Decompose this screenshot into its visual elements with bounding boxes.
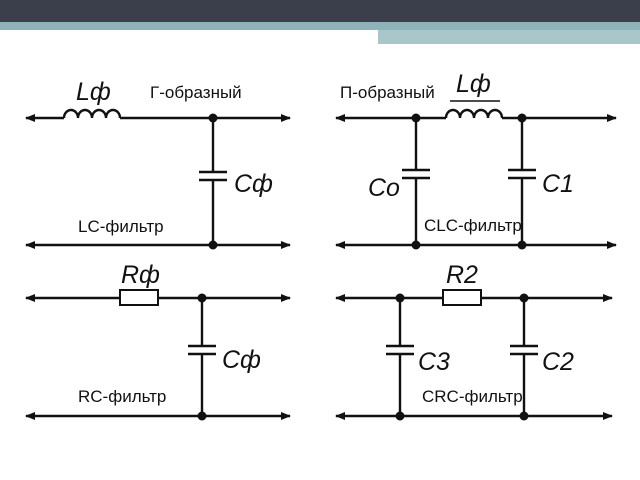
rc-node-bottom — [197, 411, 207, 421]
slide-header-tab — [378, 30, 640, 44]
lc-inductor — [62, 108, 122, 119]
lc-filter-circuit: Lф Г-образный Cф LC-фильтр — [25, 78, 291, 250]
crc-capacitor-out — [510, 298, 538, 416]
rc-node-top — [197, 293, 207, 303]
lc-node-top — [208, 113, 218, 123]
crc-node-top-left — [395, 293, 405, 303]
crc-node-top-right — [519, 293, 529, 303]
clc-node-bottom-right — [517, 240, 527, 250]
lc-capacitor-label: Cф — [234, 170, 273, 198]
clc-filter-circuit: П-образный Lф Co C1 CLC-фильтр — [335, 70, 617, 250]
slide-header-accent — [0, 22, 640, 30]
lc-filter-name: LC-фильтр — [78, 217, 164, 236]
crc-capacitor-in — [386, 298, 414, 416]
clc-inductor — [444, 108, 504, 119]
crc-filter-circuit: R2 C3 C2 CRC-фильтр — [335, 261, 613, 421]
lc-capacitor — [199, 118, 227, 245]
lc-node-bottom — [208, 240, 218, 250]
crc-capacitor-out-label: C2 — [542, 348, 574, 376]
lc-top-rail — [25, 108, 291, 122]
clc-node-top-left — [411, 113, 421, 123]
rc-capacitor-label: Cф — [222, 346, 261, 374]
crc-resistor — [442, 289, 482, 306]
crc-capacitor-in-label: C3 — [418, 348, 450, 376]
crc-resistor-label: R2 — [446, 261, 478, 289]
clc-shape-label: П-образный — [340, 83, 435, 102]
clc-filter-name: CLC-фильтр — [424, 216, 522, 235]
lc-inductor-label: Lф — [76, 78, 111, 106]
clc-top-rail — [335, 108, 617, 122]
crc-filter-name: CRC-фильтр — [422, 387, 523, 406]
clc-node-bottom-left — [411, 240, 421, 250]
clc-node-top-right — [517, 113, 527, 123]
rc-resistor-label: Rф — [121, 261, 160, 289]
clc-capacitor-in-label: Co — [368, 174, 400, 202]
rc-filter-circuit: Rф Cф RC-фильтр — [25, 261, 291, 421]
crc-node-bottom-left — [395, 411, 405, 421]
slide-header-bar — [0, 0, 640, 22]
crc-node-bottom-right — [519, 411, 529, 421]
rc-capacitor — [188, 298, 216, 416]
rc-resistor — [119, 289, 159, 306]
clc-capacitor-out — [508, 118, 536, 245]
clc-inductor-label: Lф — [456, 70, 491, 98]
rc-filter-name: RC-фильтр — [78, 387, 166, 406]
clc-capacitor-out-label: C1 — [542, 170, 574, 198]
clc-capacitor-in — [402, 118, 430, 245]
lc-shape-label: Г-образный — [150, 83, 242, 102]
